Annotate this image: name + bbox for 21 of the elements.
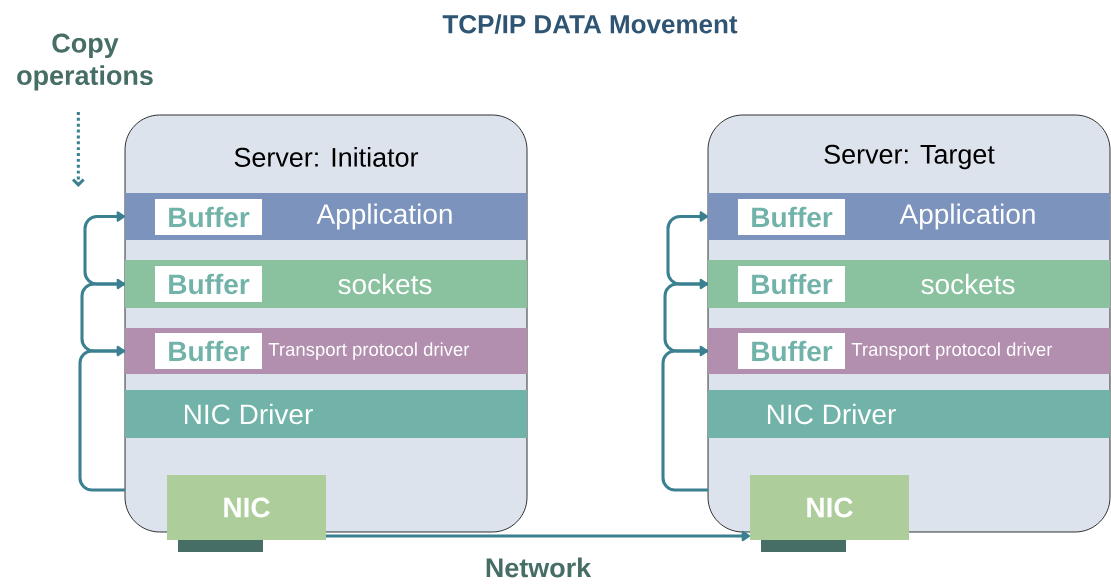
arrow — [80, 278, 125, 353]
buffer-box: Buffer — [155, 333, 262, 369]
buffer-box: Buffer — [155, 199, 262, 235]
network-card: NIC — [167, 475, 326, 552]
buffer-box: Buffer — [738, 266, 845, 302]
arrow — [661, 345, 708, 492]
arrow — [71, 112, 85, 187]
title: TCP/IP DATA Movement — [442, 14, 738, 34]
arrow — [666, 211, 708, 286]
arrow — [83, 211, 125, 286]
annotation-text: Copy operations — [17, 33, 153, 91]
buffer-box: Buffer — [738, 333, 845, 369]
arrow — [326, 530, 750, 542]
network-card: NIC — [750, 475, 909, 552]
arrow — [78, 345, 125, 492]
layer-band: NIC Driver — [125, 390, 527, 438]
edge-label: Network — [486, 557, 592, 578]
layer-band: NIC Driver — [708, 390, 1110, 438]
arrow — [663, 278, 708, 353]
buffer-box: Buffer — [155, 266, 262, 302]
buffer-box: Buffer — [738, 199, 845, 235]
